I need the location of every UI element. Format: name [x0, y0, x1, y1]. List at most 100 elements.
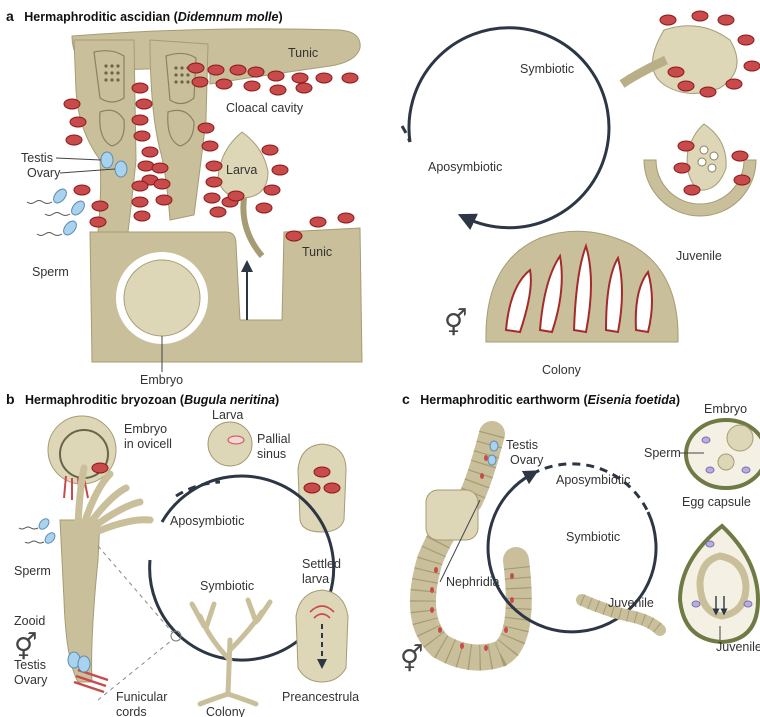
label-aposymbiotic-b: Aposymbiotic [170, 514, 244, 528]
panel-c: c Hermaphroditic earthworm (Eisenia foet… [400, 391, 760, 675]
symbiont-cell [142, 147, 158, 157]
symbiont-cell [138, 161, 154, 171]
symbiont-cell [206, 161, 222, 171]
label-juvenile-a: Juvenile [676, 249, 722, 263]
label-aposymbiotic-c: Aposymbiotic [556, 473, 630, 487]
panel-b-title: b Hermaphroditic bryozoan (Bugula neriti… [6, 391, 279, 408]
hermaphrodite-symbol-c: ⚥ [400, 644, 423, 675]
symbiont-cell [132, 181, 148, 191]
symbiont-cell [132, 115, 148, 125]
symbiont-cell [256, 203, 272, 213]
label-preancestrula: Preancestrula [282, 690, 359, 704]
symbiont-cell [208, 65, 224, 75]
panel-b: b Hermaphroditic bryozoan (Bugula neriti… [6, 391, 359, 717]
label-testis-b: Testis [14, 658, 46, 672]
label-ovary-c: Ovary [510, 453, 544, 467]
label-embryo-c: Embryo [704, 402, 747, 416]
symbiont-cell [324, 483, 340, 493]
label-aposymbiotic-a: Aposymbiotic [428, 160, 502, 174]
cycle-b-dashed [176, 482, 220, 496]
label-settled-line2: larva [302, 572, 329, 586]
label-egg-capsule: Egg capsule [682, 495, 751, 509]
symbiont-cell [66, 135, 82, 145]
symbiont-cell [154, 179, 170, 189]
symbiont-cell [342, 73, 358, 83]
symbiont-cell [244, 81, 260, 91]
label-funicular-line1: Funicular [116, 690, 167, 704]
label-sperm-b: Sperm [14, 564, 51, 578]
symbiont-cell [198, 123, 214, 133]
symbiont-cell [64, 99, 80, 109]
label-embryo-a: Embryo [140, 373, 183, 387]
leader-testis-a [56, 158, 101, 160]
sperm-cells-b [37, 517, 57, 545]
panel-a-title: a Hermaphroditic ascidian (Didemnum moll… [6, 8, 283, 25]
panel-c-title: c Hermaphroditic earthworm (Eisenia foet… [402, 391, 680, 408]
symbiont-cell [674, 163, 690, 173]
symbiont-cell [216, 79, 232, 89]
testis-gonad-c [490, 441, 498, 451]
symbiont-cell [92, 463, 108, 473]
symbiont-cell [292, 73, 308, 83]
label-funicular-line2: cords [116, 705, 147, 717]
testis-gonad [101, 152, 113, 168]
earthworm-body [423, 434, 519, 658]
symbiont-cell [132, 83, 148, 93]
ovary-gonad [115, 161, 127, 177]
label-sperm-a: Sperm [32, 265, 69, 279]
symbiont-cell [134, 211, 150, 221]
panel-a: a Hermaphroditic ascidian (Didemnum moll… [6, 8, 756, 387]
symbiont-cell [272, 165, 288, 175]
label-symbiotic-a: Symbiotic [520, 62, 574, 76]
symbiont-cell [188, 63, 204, 73]
symbiont-cell [744, 61, 760, 71]
label-embryo-b-line2: in ovicell [124, 437, 172, 451]
symbiont-cell [668, 67, 684, 77]
symbiont-cell [314, 467, 330, 477]
label-tunic-top: Tunic [288, 46, 318, 60]
label-symbiotic-b: Symbiotic [200, 579, 254, 593]
symbiont-cell [70, 117, 86, 127]
label-embryo-b-line1: Embryo [124, 422, 167, 436]
label-ovary-a: Ovary [27, 166, 61, 180]
label-colony-b: Colony [206, 705, 246, 717]
symbiont-cell [248, 67, 264, 77]
embryo-c-small [718, 454, 734, 470]
symbiont-cell [92, 201, 108, 211]
cycle-c-dashed [532, 464, 648, 512]
symbiont-cell [230, 65, 246, 75]
symbiont-cell [206, 177, 222, 187]
label-ovary-b: Ovary [14, 673, 48, 687]
symbiont-cell [74, 185, 90, 195]
zoom-line-upper [98, 546, 172, 632]
hermaphrodite-symbol-a: ⚥ [444, 308, 467, 339]
cycle-a-solid [409, 28, 609, 228]
label-testis-a: Testis [21, 151, 53, 165]
symbiont-cell [734, 175, 750, 185]
symbiont-cell [202, 141, 218, 151]
symbiont-cell [338, 213, 354, 223]
symbiont-cell [692, 11, 708, 21]
label-larva-a: Larva [226, 163, 257, 177]
symbiont-cell [700, 87, 716, 97]
embryo [124, 260, 200, 336]
label-nephridia: Nephridia [446, 575, 500, 589]
label-testis-c: Testis [506, 438, 538, 452]
symbiont-cell [210, 207, 226, 217]
symbiont-cell [304, 483, 320, 493]
symbiont-cell [90, 217, 106, 227]
symbiont-cell [204, 193, 220, 203]
symbiont-cell [718, 15, 734, 25]
symbiont-cell [132, 197, 148, 207]
embryo-c [727, 425, 753, 451]
symbiont-cell [684, 185, 700, 195]
symbiont-cell [726, 79, 742, 89]
symbiont-cell [678, 81, 694, 91]
symbiont-cell [316, 73, 332, 83]
symbiont-cell [268, 71, 284, 81]
symbiont-cell [660, 15, 676, 25]
symbiont-cell [262, 145, 278, 155]
juvenile-body [687, 124, 726, 190]
label-pallial-line1: Pallial [257, 432, 290, 446]
